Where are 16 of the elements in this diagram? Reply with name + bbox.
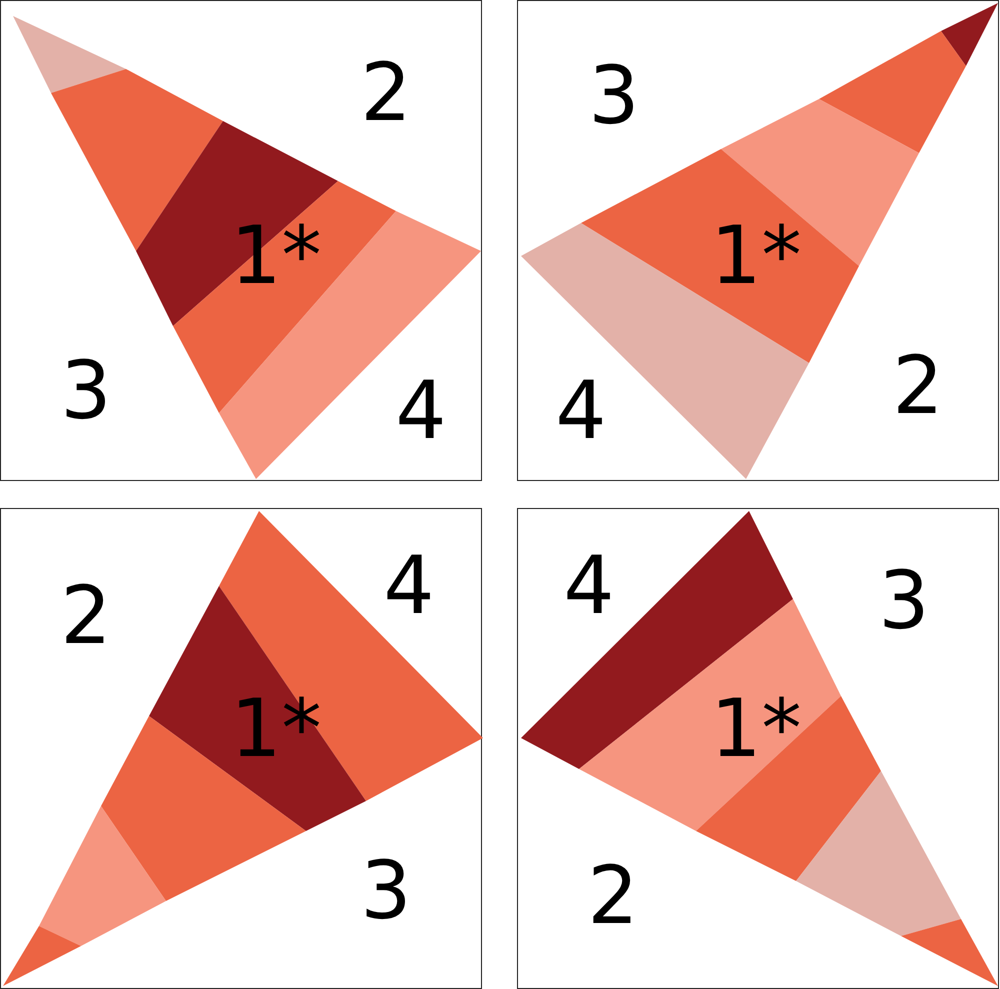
piece-number: 3 bbox=[878, 561, 930, 641]
piece-number: 1* bbox=[710, 216, 802, 296]
piece-number: 1* bbox=[230, 689, 322, 769]
piece-number: 4 bbox=[556, 371, 606, 451]
piece-number: 3 bbox=[360, 851, 412, 931]
piece-number: 2 bbox=[60, 576, 112, 656]
piece-number: 2 bbox=[588, 856, 638, 936]
piece-number: 4 bbox=[396, 371, 446, 451]
piece-number: 3 bbox=[60, 351, 112, 431]
piece-number: 4 bbox=[564, 546, 614, 626]
piece-number: 1* bbox=[710, 689, 802, 769]
piece-number: 3 bbox=[588, 56, 640, 136]
piece-number: 2 bbox=[892, 346, 944, 426]
piece-number: 4 bbox=[384, 546, 434, 626]
piece-number: 1* bbox=[230, 216, 322, 296]
piece-number: 2 bbox=[360, 53, 412, 133]
